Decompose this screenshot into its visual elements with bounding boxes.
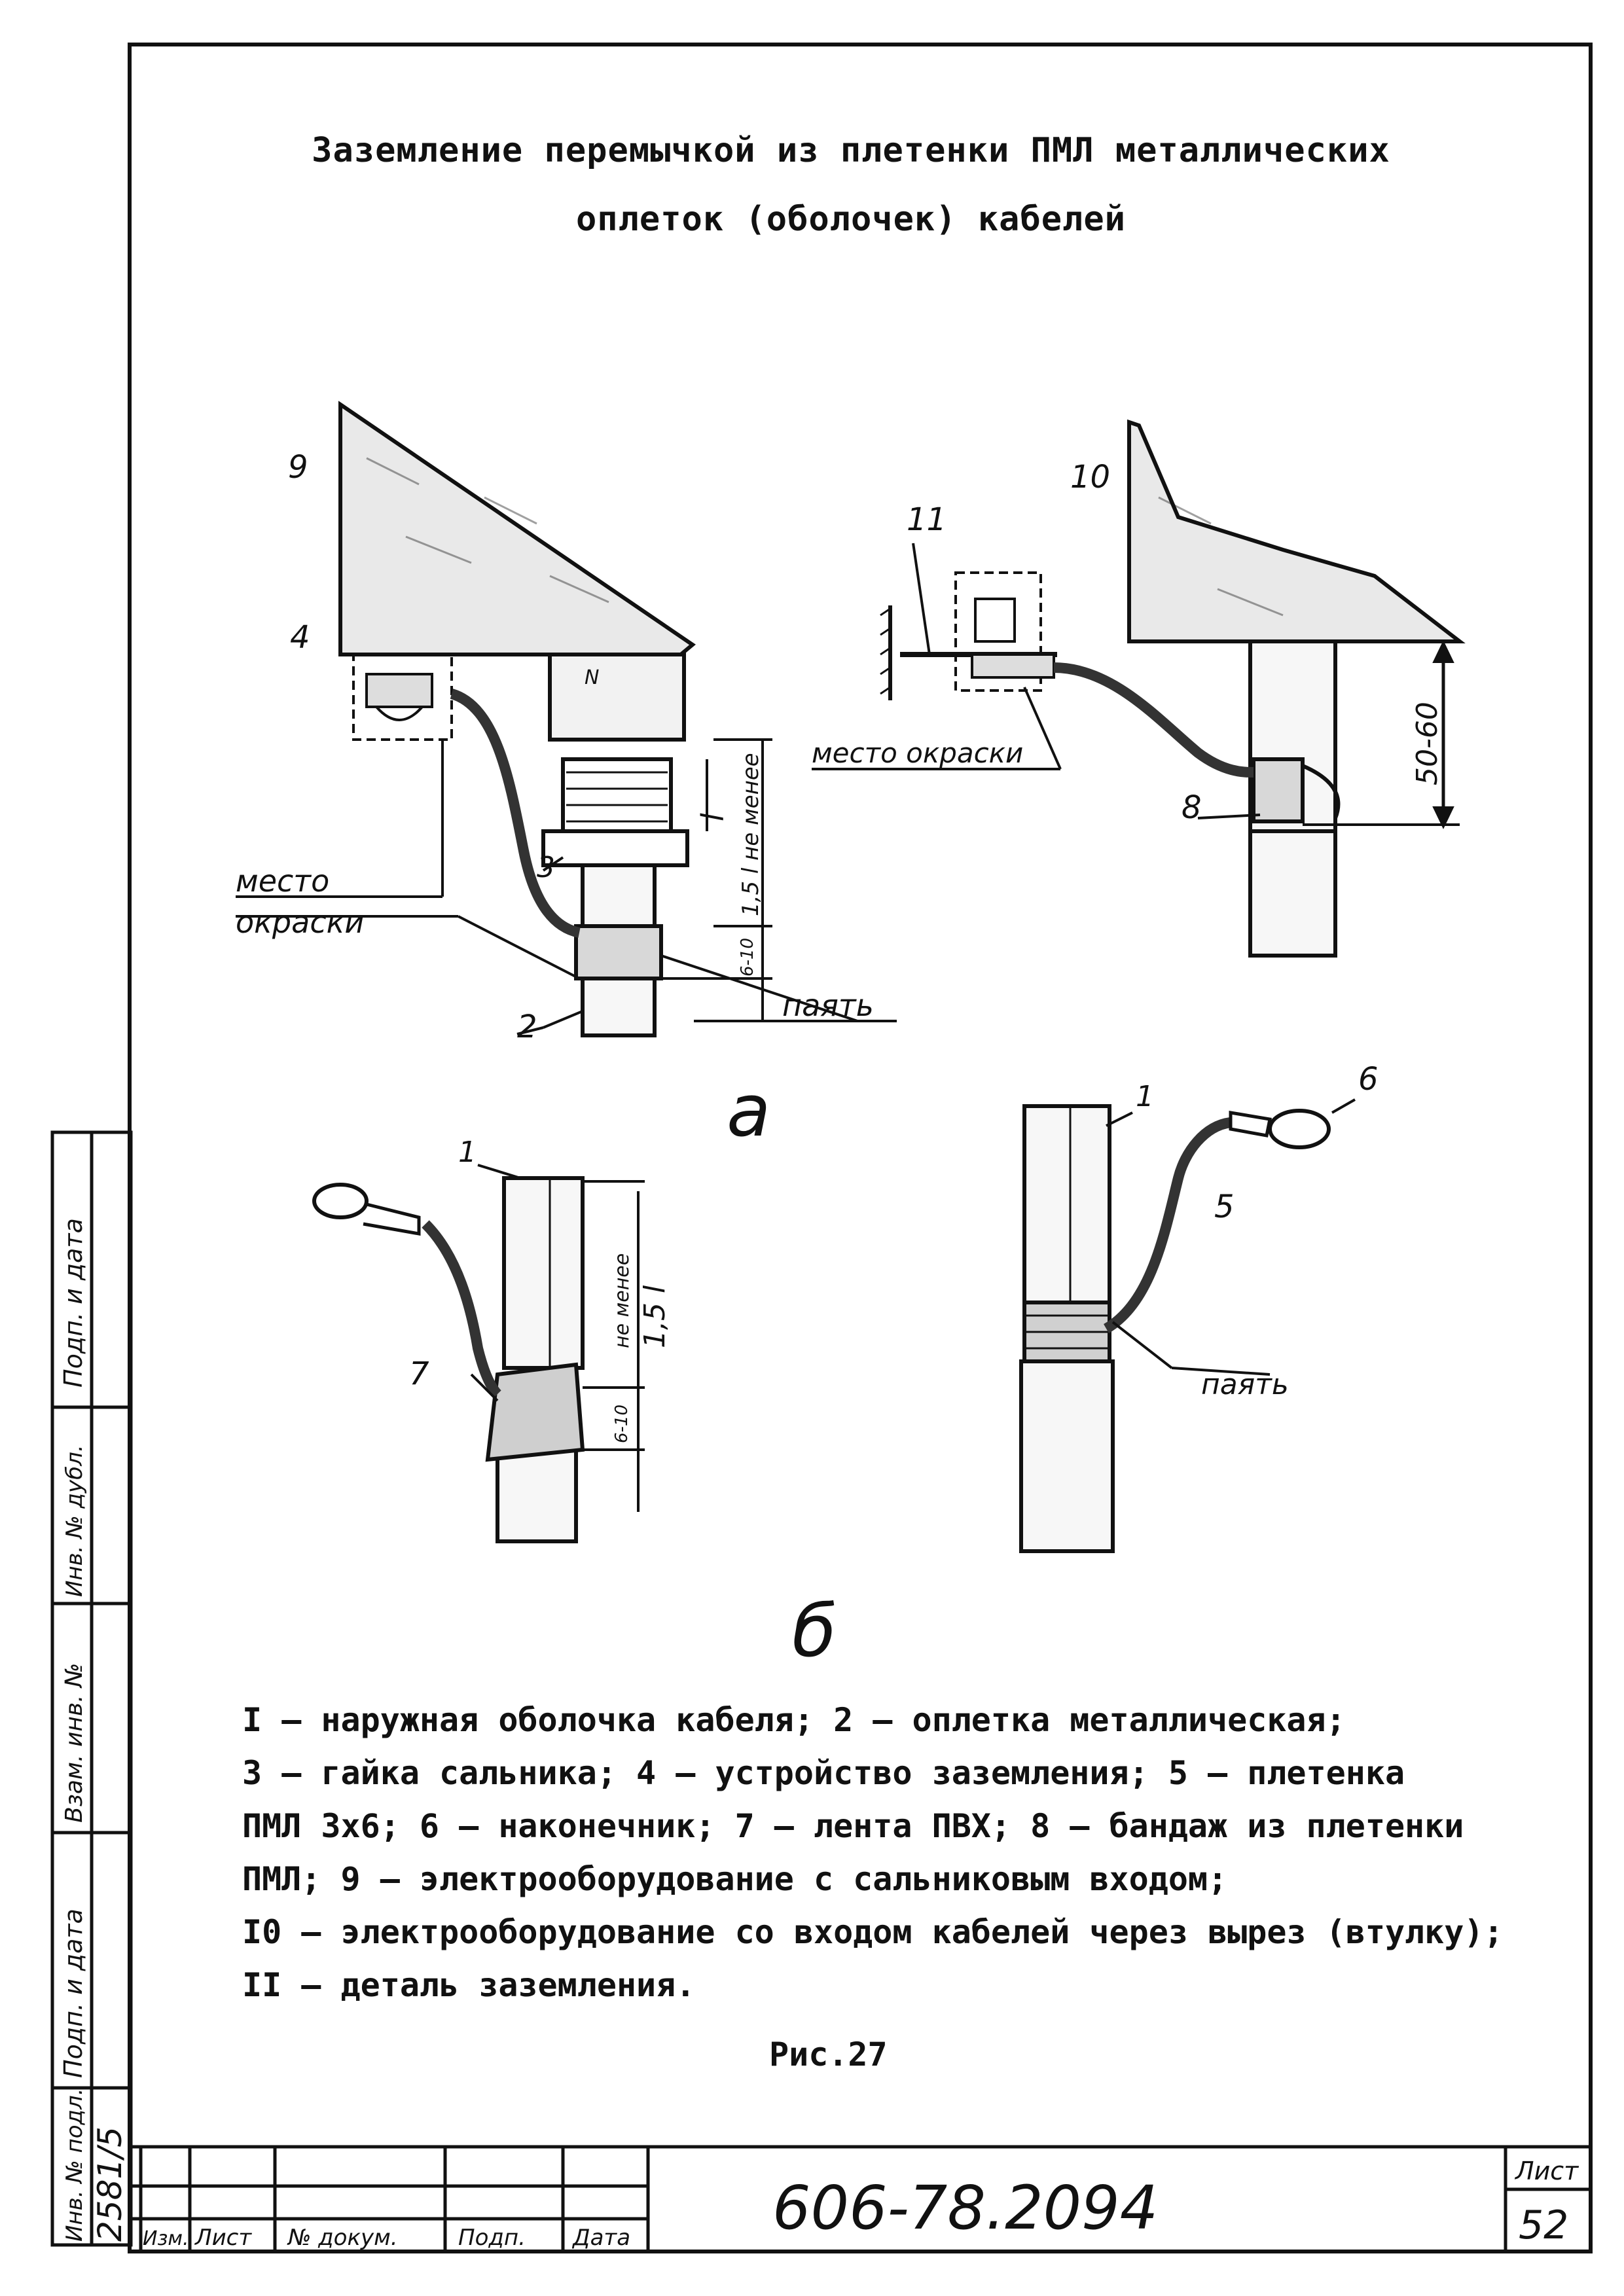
cable-d-lower — [1019, 1359, 1115, 1553]
label-dim-610-b: 6-10 — [612, 1405, 632, 1443]
legend-line: II – деталь заземления. — [242, 1966, 696, 2004]
document-number: 606-78.2094 — [772, 2173, 1158, 2243]
stamp-field-4: Подп. и дата — [59, 1909, 88, 2078]
col-date: Дата — [571, 2225, 630, 2251]
figure-b-right-labels: 1 6 5 паять — [1136, 1061, 1379, 1401]
callout-1-right: 1 — [1136, 1080, 1154, 1113]
side-stamp-labels: Подп. и дата Инв. № дубл. Взам. инв. № П… — [59, 1218, 129, 2242]
grounding-device-4 — [352, 653, 453, 741]
sheet-number: 52 — [1519, 2202, 1568, 2248]
callout-2: 2 — [517, 1009, 537, 1045]
stamp-field-5: Инв. № подл. — [62, 2088, 88, 2242]
label-not-less-b: не менее — [611, 1253, 634, 1348]
legend-line: ПМЛ; 9 – электрооборудование с сальников… — [242, 1860, 1228, 1898]
callout-6: 6 — [1358, 1061, 1379, 1098]
label-paint-spot-1: место — [236, 863, 329, 899]
label-solder-a: паять — [782, 988, 874, 1023]
title-line-2: оплеток (оболочек) кабелей — [576, 200, 1126, 239]
figure-a-left — [236, 401, 897, 1037]
label-solder-b: паять — [1201, 1368, 1289, 1401]
equipment-9-body — [338, 401, 696, 656]
col-doc-no: № докум. — [287, 2225, 398, 2251]
cable-d-upper — [1022, 1104, 1111, 1304]
legend: I – наружная оболочка кабеля; 2 – оплетк… — [242, 1694, 1571, 2012]
label-dim-15l: 1,5 l не менее — [738, 753, 764, 916]
figure-caption: Рис.27 — [769, 2036, 888, 2073]
legend-line: I0 – электрооборудование со входом кабел… — [242, 1913, 1504, 1951]
part-b-label: б — [792, 1589, 837, 1673]
title-block-labels: Изм. Лист № докум. Подп. Дата 606-78.209… — [143, 2157, 1579, 2251]
lug-right-6 — [1268, 1109, 1331, 1149]
sheet-label: Лист — [1514, 2157, 1579, 2185]
title-block — [131, 2145, 1591, 2251]
equipment-10-body — [1127, 419, 1466, 643]
callout-4: 4 — [290, 619, 310, 656]
col-izm: Изм. — [143, 2227, 189, 2250]
part-a-label: а — [727, 1069, 770, 1153]
side-stamp — [50, 1130, 133, 2247]
braid-jumper-a — [450, 689, 581, 938]
callout-8: 8 — [1182, 789, 1202, 826]
col-list: Лист — [194, 2225, 252, 2251]
lug-left — [312, 1183, 369, 1219]
callout-1-left: 1 — [458, 1136, 477, 1169]
col-podp: Подп. — [458, 2225, 526, 2251]
callout-5: 5 — [1214, 1189, 1235, 1225]
stamp-handwritten-number: 2581/5 — [91, 2126, 129, 2242]
braid-jumper-b — [1053, 662, 1254, 778]
stamp-field-2: Инв. № дубл. — [62, 1444, 88, 1597]
label-paint-spot-2: окраски — [236, 905, 364, 940]
braid-left-b — [422, 1220, 501, 1398]
solder-band-a — [574, 924, 663, 980]
label-dim-610: 6-10 — [738, 938, 757, 977]
callout-9: 9 — [288, 449, 308, 486]
stamp-field-3: Взам. инв. № — [61, 1663, 88, 1823]
callout-7: 7 — [409, 1355, 429, 1392]
label-dim-5060: 50-60 — [1411, 702, 1444, 785]
cable-c-lower — [496, 1448, 578, 1543]
figure-a-right — [812, 419, 1466, 958]
figure-a-right-labels: 10 11 8 место окраски 50-60 — [812, 459, 1444, 826]
legend-line: I – наружная оболочка кабеля; 2 – оплетк… — [242, 1701, 1346, 1739]
figure-a-left-labels: 9 4 3 2 место окраски паять N 1,5 l не м… — [236, 449, 874, 1045]
grounding-detail-11 — [954, 571, 1042, 692]
gland-body — [548, 653, 686, 742]
title-line-1: Заземление перемычкой из плетенки ПМЛ ме… — [312, 131, 1390, 170]
label-small-n: N — [585, 666, 599, 689]
callout-3: 3 — [537, 851, 555, 884]
tape-pvc-7 — [485, 1362, 585, 1462]
figure-b-right — [1019, 1098, 1356, 1553]
label-dim-l: l — [695, 813, 731, 821]
figure-b-left — [312, 1164, 645, 1543]
callout-11: 11 — [907, 501, 947, 538]
legend-line: 3 – гайка сальника; 4 – устройство зазем… — [242, 1754, 1405, 1792]
callout-10: 10 — [1070, 459, 1110, 495]
stamp-field-1: Подп. и дата — [59, 1218, 88, 1388]
bandage-8 — [1252, 757, 1305, 823]
legend-line: ПМЛ 3х6; 6 – наконечник; 7 – лента ПВХ; … — [242, 1807, 1464, 1845]
label-paint-spot-right: место окраски — [812, 737, 1023, 769]
figure-b-left-labels: 1 7 не менее 1,5 l 6-10 — [409, 1136, 672, 1443]
cable-c-upper — [502, 1176, 585, 1370]
gland-nut-3 — [541, 829, 689, 867]
label-dim-15l-b: 1,5 l — [638, 1285, 672, 1348]
braid-right-b — [1103, 1117, 1232, 1333]
cable-b-lower — [1248, 829, 1337, 958]
